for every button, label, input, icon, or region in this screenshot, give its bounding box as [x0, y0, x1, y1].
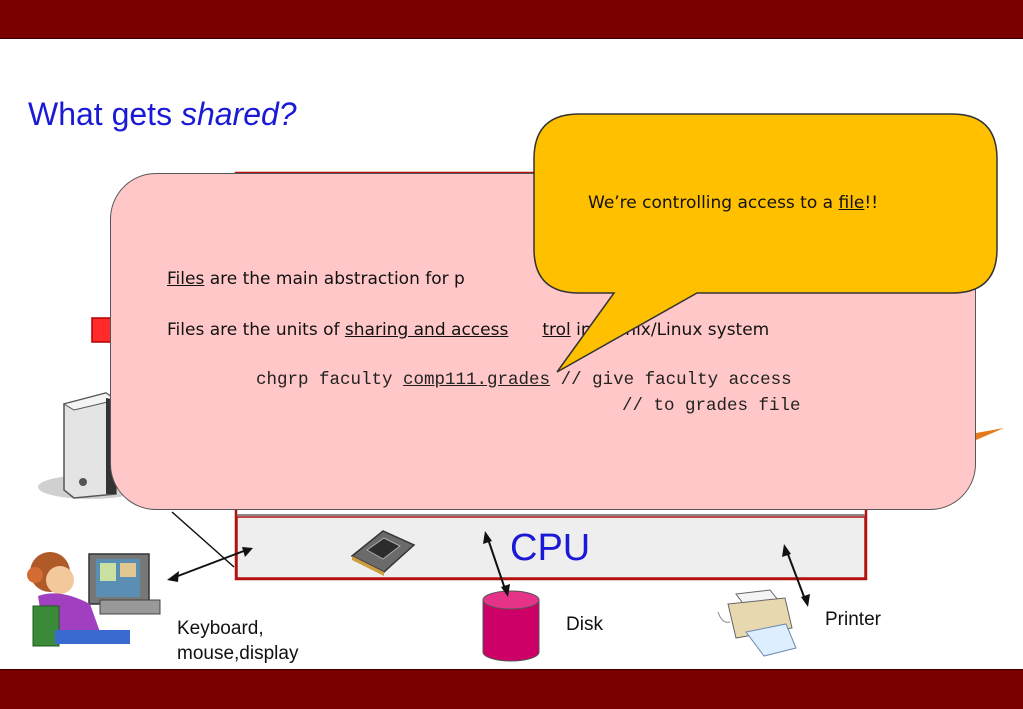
- callout-file-link[interactable]: file: [838, 193, 865, 213]
- content-line-2-prefix: Files are the units of: [167, 320, 345, 340]
- cpu-chip-icon: [350, 530, 416, 576]
- person-at-computer-icon: [27, 552, 161, 647]
- callout-text: We’re controlling access to a file!!: [588, 193, 878, 213]
- disk-arrow: [483, 531, 510, 597]
- disk-label: Disk: [566, 614, 603, 635]
- code-comment-1: // give faculty access: [550, 370, 792, 390]
- io-label-line-1: Keyboard,: [177, 618, 264, 639]
- callout-text-suffix: !!: [864, 193, 879, 213]
- orange-sliver: [976, 428, 1004, 440]
- slide-title: What gets shared?: [28, 96, 297, 133]
- files-link[interactable]: Files: [167, 269, 205, 289]
- content-line-1: Files are the main abstraction for p: [167, 269, 465, 289]
- cpu-label: CPU: [510, 527, 591, 569]
- printer-icon: [717, 589, 797, 657]
- title-plain: What gets: [28, 96, 181, 132]
- callout-shape: [533, 113, 998, 373]
- title-italic: shared?: [180, 96, 297, 132]
- io-label-line-2: mouse,display: [177, 643, 299, 664]
- printer-label: Printer: [825, 609, 881, 630]
- code-command: chgrp faculty: [256, 370, 404, 390]
- code-line-2: // to grades file: [622, 396, 801, 416]
- disk-icon: [482, 590, 540, 662]
- code-line-1: chgrp faculty comp111.grades // give fac…: [256, 370, 792, 390]
- sharing-access-link-b[interactable]: trol: [542, 320, 571, 340]
- cpu-area: [236, 516, 866, 579]
- bottom-band: [0, 669, 1023, 709]
- sharing-access-link-a[interactable]: sharing and access: [344, 320, 509, 340]
- callout-text-prefix: We’re controlling access to a: [588, 193, 839, 213]
- content-line-2: Files are the units of sharing and acces…: [167, 320, 769, 340]
- io-arrow: [167, 547, 253, 582]
- printer-arrow: [782, 544, 810, 607]
- content-line-1-text: are the main abstraction for p: [204, 269, 465, 289]
- code-filename-link[interactable]: comp111.grades: [403, 370, 551, 390]
- top-band: [0, 0, 1023, 39]
